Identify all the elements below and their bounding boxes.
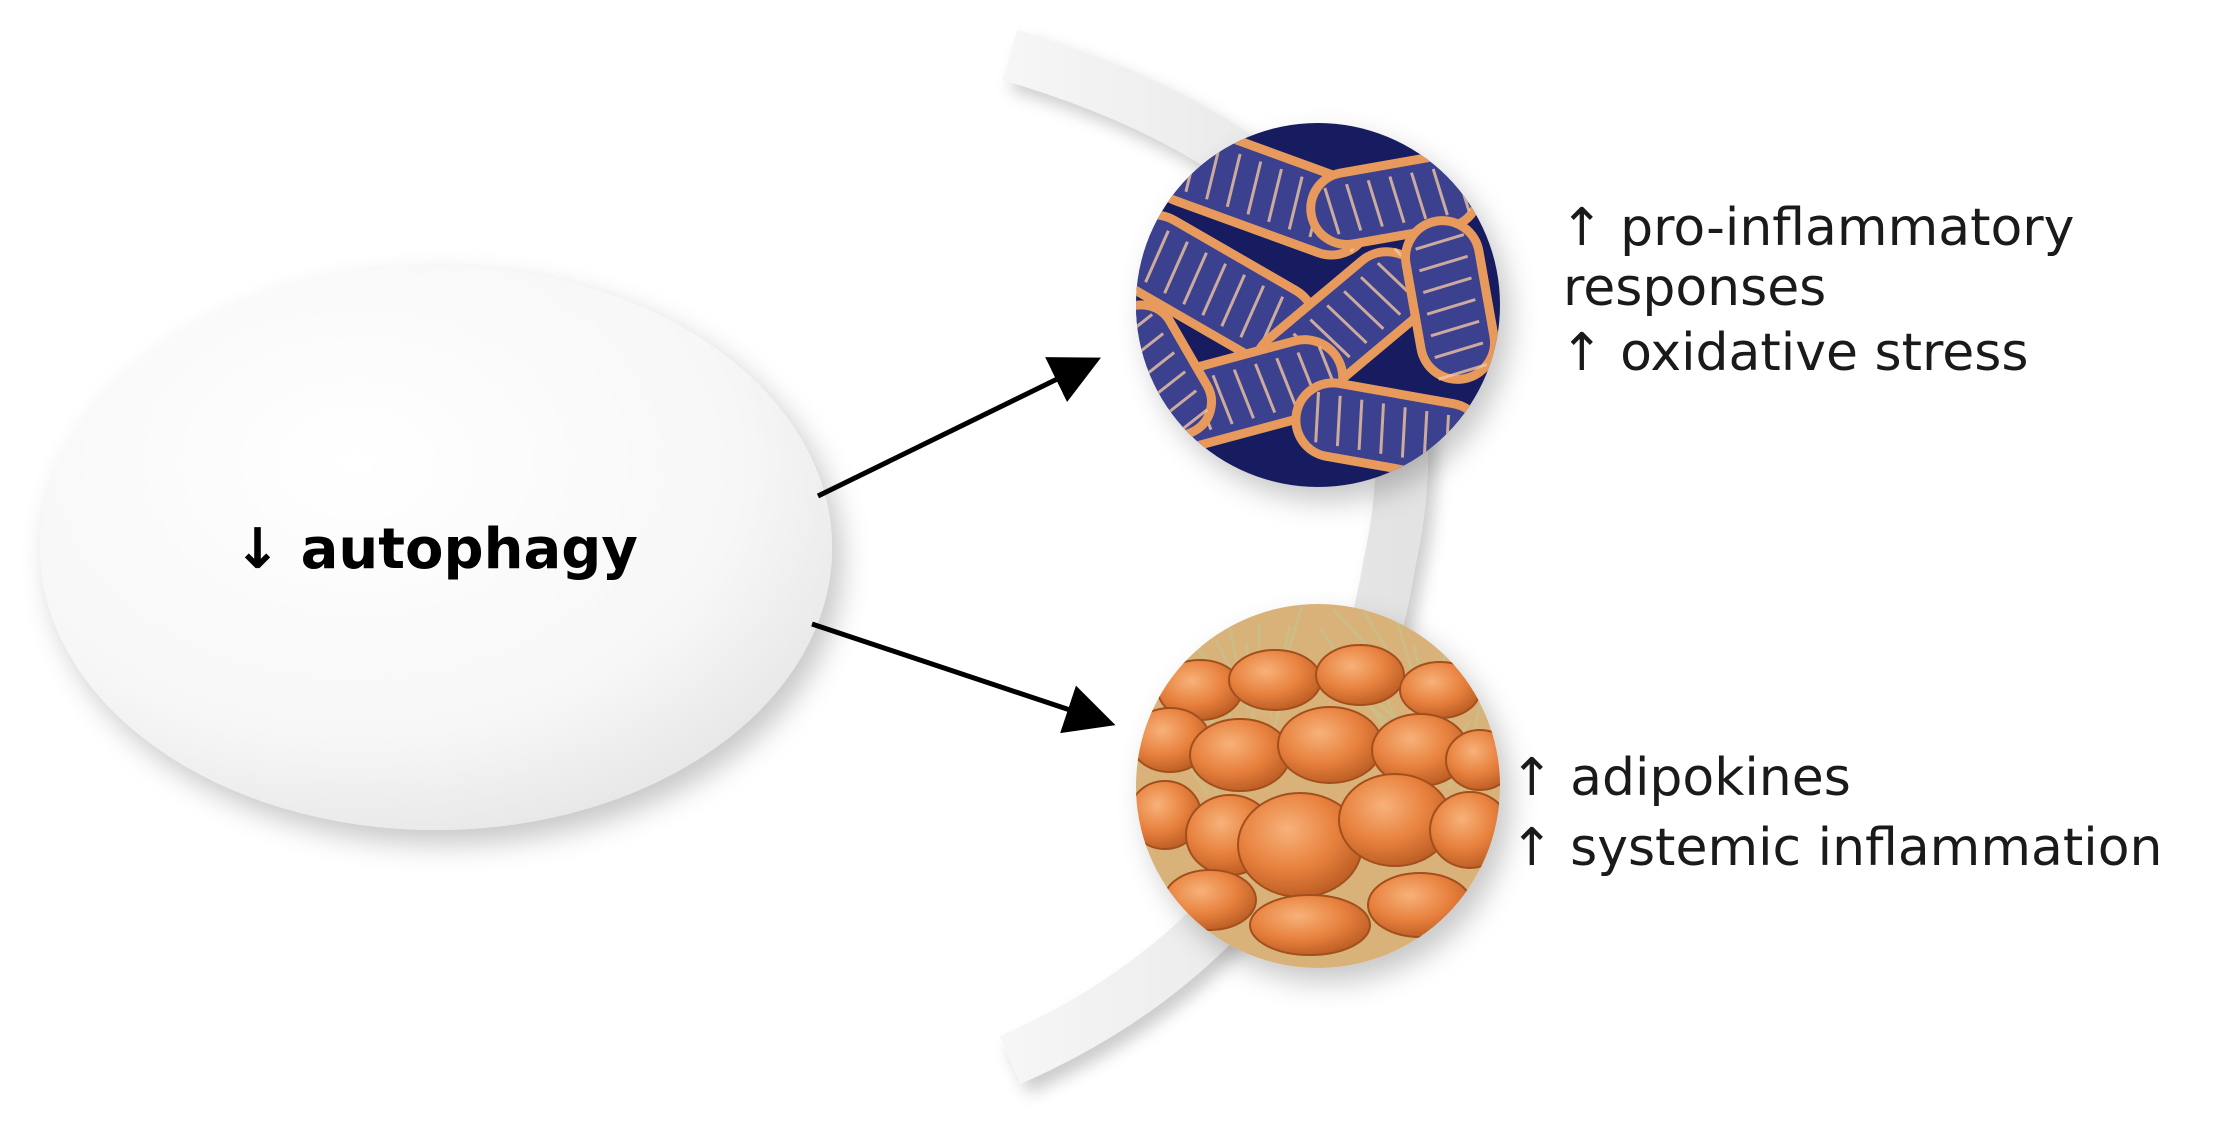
- adipocyte-shape: [1315, 644, 1405, 706]
- effect-pro-inflammatory: ↑ pro-inflammatory: [1560, 198, 2074, 258]
- autophagy-label: ↓ autophagy: [234, 517, 638, 582]
- fiber-shape: [1136, 604, 1197, 646]
- autophagy-node: ↓ autophagy: [40, 266, 832, 830]
- mitochondria-effects: ↑ pro-inflammatory responses ↑ oxidative…: [1560, 198, 2074, 383]
- mitochondria-image: [1136, 123, 1500, 487]
- fiber-shape: [1465, 630, 1489, 672]
- effect-oxidative-stress: ↑ oxidative stress: [1560, 323, 2028, 383]
- adipose-tissue-image: [1136, 604, 1500, 968]
- adipocyte-shape: [1367, 872, 1473, 938]
- effect-adipokines: ↑ adipokines: [1510, 748, 1851, 808]
- adipocyte-shape: [1189, 718, 1291, 792]
- adipocyte-shape: [1277, 706, 1383, 784]
- adipocyte-shape: [1429, 791, 1500, 869]
- mitochondrion-shape: [1401, 216, 1499, 384]
- adipose-effects: ↑ adipokines ↑ systemic inflammation: [1510, 748, 2162, 878]
- adipocyte-shape: [1228, 649, 1322, 711]
- arrow-to-adipose: [811, 621, 1116, 734]
- effect-systemic-inflammation: ↑ systemic inflammation: [1510, 818, 2162, 878]
- adipocyte-shape: [1249, 894, 1371, 956]
- effect-responses: responses: [1563, 258, 1826, 318]
- adipocyte-shape: [1445, 729, 1500, 791]
- arrow-to-mitochondria: [816, 357, 1101, 499]
- adipocyte-shape: [1399, 661, 1481, 719]
- adipocyte-shape: [1163, 869, 1257, 931]
